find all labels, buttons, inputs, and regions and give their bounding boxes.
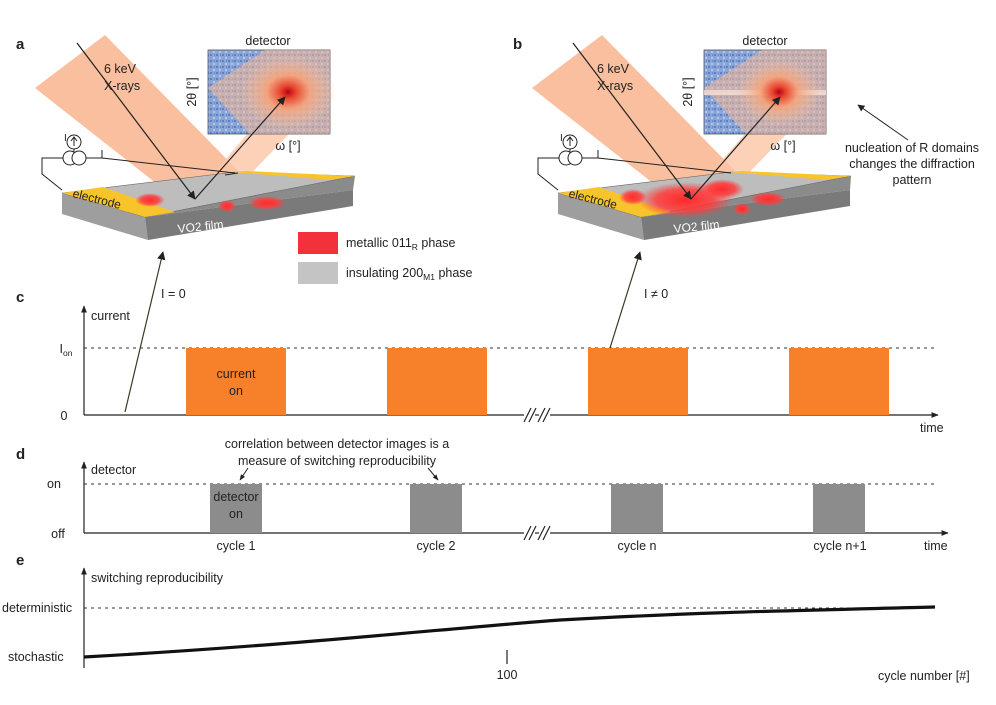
- panel-e-reproducibility: switching reproducibility deterministic …: [2, 567, 970, 683]
- panel-a-label: a: [16, 36, 25, 53]
- annotation-line-2: changes the diffraction: [849, 157, 975, 171]
- diffracted-ray: [690, 96, 781, 200]
- pulse-label-1: detector: [213, 490, 258, 504]
- stochastic-label: stochastic: [8, 650, 64, 664]
- detector-title: detector: [245, 34, 290, 48]
- electrode-left: [558, 187, 671, 217]
- x-title: cycle number [#]: [878, 669, 970, 683]
- cycle-label-n: cycle n: [618, 539, 657, 553]
- current-pulse-2: [387, 348, 487, 415]
- panel-b-label: b: [513, 36, 522, 53]
- metallic-domain: [700, 179, 744, 199]
- xray-energy: 6 keV: [597, 62, 630, 76]
- legend-metallic: metallic 011R phase: [346, 236, 456, 252]
- detector-pulses: [210, 484, 865, 533]
- film-side-front: [62, 193, 148, 240]
- cycle-label-1: cycle 1: [217, 539, 256, 553]
- cycle-label-2: cycle 2: [417, 539, 456, 553]
- panel-c-current-timeline: current Ion 0 time current on: [60, 305, 944, 435]
- pulse-label-2: on: [229, 507, 243, 521]
- annotation-arrow: [857, 104, 909, 141]
- detector-pulse-3: [611, 484, 663, 533]
- incident-beam: [35, 35, 255, 206]
- xray-label: X-rays: [597, 79, 633, 93]
- diffracted-ray: [194, 96, 286, 200]
- cycle-label-n1: cycle n+1: [813, 539, 866, 553]
- electrode-right: [728, 171, 851, 180]
- film-label: VO2 film: [177, 217, 224, 236]
- link-arrow-b: [609, 251, 642, 349]
- off-label: off: [51, 527, 65, 541]
- film-label: VO2 film: [673, 217, 720, 236]
- current-source-icon: I: [41, 133, 239, 191]
- on-label: on: [47, 477, 61, 491]
- pulse-label-1: current: [217, 367, 256, 381]
- pulse-label-2: on: [229, 384, 243, 398]
- legend: metallic 011R phase insulating 200M1 pha…: [298, 232, 473, 284]
- detector-y-axis: 2θ [°]: [681, 77, 695, 106]
- annotation-line-1: nucleation of R domains: [845, 141, 979, 155]
- correlation-note-1: correlation between detector images is a: [225, 437, 449, 451]
- detector-pulse-4: [813, 484, 865, 533]
- panel-a-setup: detector 2θ [°] ω [°] electrode VO2 film…: [35, 34, 356, 240]
- link-arrow-a: [124, 251, 166, 413]
- detector-x-axis: ω [°]: [770, 139, 795, 153]
- panel-d-label: d: [16, 446, 25, 463]
- legend-swatch-metallic: [298, 232, 338, 254]
- reproducibility-curve: [83, 605, 936, 659]
- detector-y-axis: 2θ [°]: [185, 77, 199, 106]
- current-source-icon: I: [537, 133, 732, 191]
- incident-ray: [76, 42, 196, 200]
- axis-break: [523, 524, 551, 542]
- metallic-domain: [750, 192, 786, 206]
- detector-pulse-1: [210, 484, 262, 533]
- current-pulses: [186, 348, 889, 415]
- current-pulse-3: [588, 348, 688, 415]
- legend-swatch-insulating: [298, 262, 338, 284]
- y-title: switching reproducibility: [91, 571, 224, 585]
- zero-label: 0: [61, 409, 68, 423]
- deterministic-label: deterministic: [2, 601, 72, 615]
- metallic-domain: [733, 203, 751, 215]
- metallic-domain: [248, 196, 286, 210]
- xray-energy: 6 keV: [104, 62, 137, 76]
- current-pulse-1: [186, 348, 286, 415]
- link-label-b: I ≠ 0: [644, 287, 668, 301]
- xray-label: X-rays: [104, 79, 140, 93]
- current-pulse-4: [789, 348, 889, 415]
- ion-label: Ion: [60, 342, 73, 358]
- electrode-right: [232, 171, 355, 180]
- panel-b-setup: detector 2θ [°] ω [°] electrode VO2 film…: [532, 34, 979, 240]
- axis-break: [523, 406, 551, 424]
- metallic-domain: [619, 189, 647, 205]
- note-arrow-2: [427, 467, 439, 481]
- detector-pulse-2: [410, 484, 462, 533]
- metallic-domain: [135, 193, 165, 207]
- legend-insulating: insulating 200M1 phase: [346, 266, 473, 282]
- incident-ray: [572, 42, 692, 200]
- diffraction-peak: [240, 54, 336, 130]
- tick-label-100: 100: [497, 668, 518, 682]
- panel-e-label: e: [16, 552, 24, 569]
- detector-title: detector: [742, 34, 787, 48]
- annotation-line-3: pattern: [893, 173, 932, 187]
- x-title: time: [924, 539, 948, 553]
- link-label-a: I = 0: [161, 287, 186, 301]
- y-title: detector: [91, 463, 136, 477]
- note-arrow-1: [239, 467, 249, 481]
- electrode-left: [62, 187, 175, 217]
- y-title: current: [91, 309, 130, 323]
- x-title: time: [920, 421, 944, 435]
- diffraction-peak: [737, 58, 821, 126]
- incident-beam: [532, 35, 752, 206]
- metallic-domain: [218, 200, 236, 212]
- panel-c-label: c: [16, 289, 24, 306]
- panel-d-detector-timeline: detector on off time detector on correla…: [47, 437, 949, 553]
- detector-x-axis: ω [°]: [275, 139, 300, 153]
- svg-text:I: I: [64, 133, 67, 144]
- svg-text:I: I: [560, 133, 563, 144]
- correlation-note-2: measure of switching reproducibility: [238, 454, 437, 468]
